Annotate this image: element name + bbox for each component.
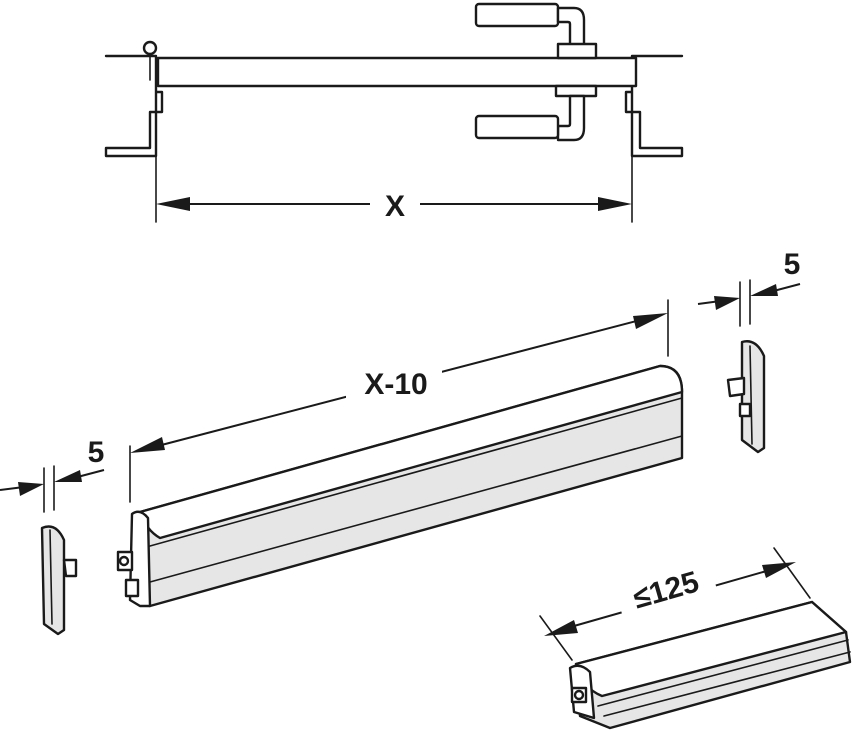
right-end-cap	[726, 340, 766, 454]
top-view: X	[104, 2, 684, 223]
dimension-right-gap-label: 5	[784, 248, 801, 281]
dimension-insert-length: ≤125	[539, 547, 811, 661]
top-rail	[156, 56, 638, 88]
handle-assembly	[474, 2, 598, 142]
dimension-left-gap-label: 5	[88, 436, 105, 469]
left-cabinet-wall	[104, 54, 164, 158]
dimension-x-label: X	[385, 190, 405, 223]
dimension-x: X	[156, 186, 632, 223]
short-insert	[568, 600, 852, 730]
dimension-right-gap: 5	[697, 248, 801, 327]
dimension-rail-length: X-10	[129, 299, 669, 503]
dimension-left-gap: 5	[0, 436, 105, 513]
main-rail	[116, 364, 684, 608]
left-pin	[142, 40, 158, 56]
dimension-rail-length-label: X-10	[364, 368, 427, 401]
left-end-cap	[40, 525, 78, 636]
